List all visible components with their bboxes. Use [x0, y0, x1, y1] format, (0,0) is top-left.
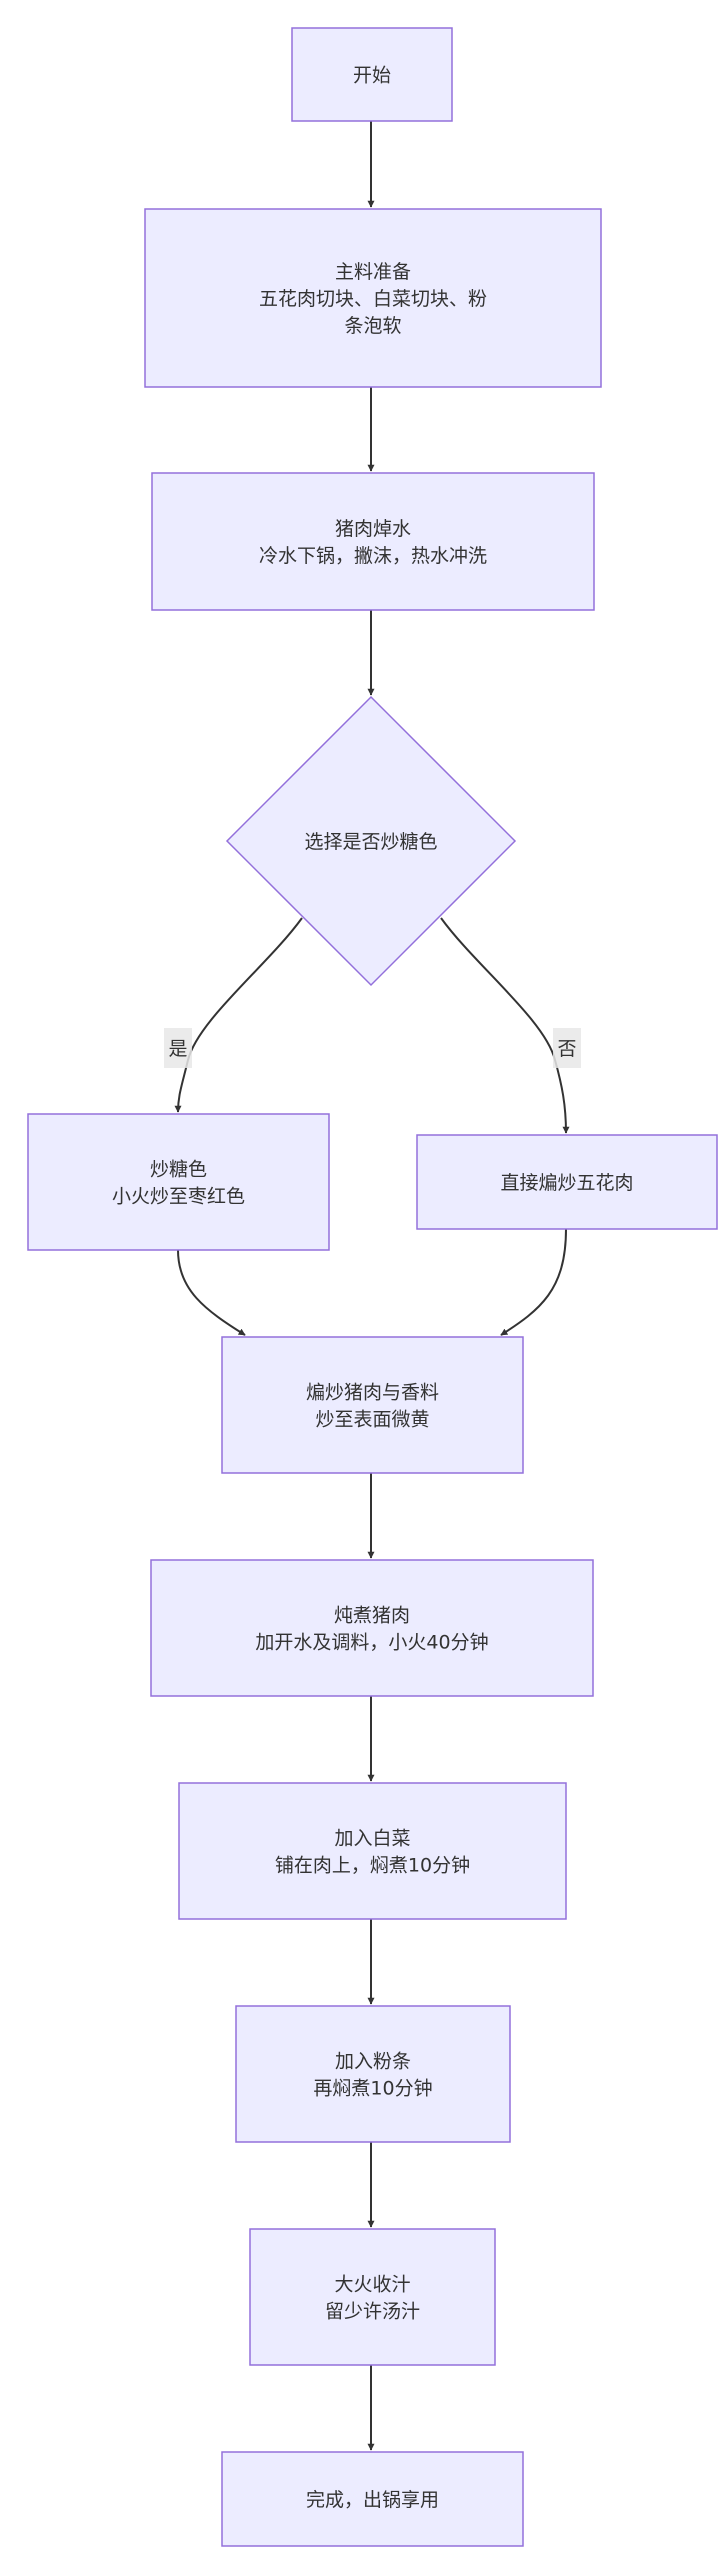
edge-label-decision-to-direct: 否 [553, 1028, 581, 1068]
node-detail: 铺在肉上，焖煮10分钟 [275, 1855, 470, 1877]
node-detail: 条泡软 [344, 315, 401, 337]
node-direct: 直接煸炒五花肉 [416, 1134, 718, 1230]
nodes: 开始主料准备五花肉切块、白菜切块、粉条泡软猪肉焯水冷水下锅，撇沫，热水冲洗选择是… [27, 27, 718, 2547]
node-box [151, 472, 595, 611]
node-title: 开始 [353, 65, 391, 87]
edge-label-background [164, 1028, 192, 1068]
node-box [144, 208, 602, 388]
node-detail: 小火炒至枣红色 [112, 1186, 245, 1208]
node-title: 直接煸炒五花肉 [500, 1172, 633, 1194]
node-detail: 留少许汤汁 [325, 2301, 420, 2323]
node-title: 炖煮猪肉 [334, 1605, 410, 1627]
node-detail: 五花肉切块、白菜切块、粉 [259, 288, 487, 310]
node-box [178, 1782, 567, 1920]
node-box [150, 1559, 594, 1697]
edge-label-text: 否 [557, 1038, 576, 1060]
node-start: 开始 [291, 27, 453, 122]
edge-decision-to-sugar [174, 917, 303, 1113]
node-box [249, 2228, 496, 2366]
node-title: 加入粉条 [335, 2051, 411, 2073]
edge-label-decision-to-sugar: 是 [164, 1028, 192, 1068]
node-box [221, 2451, 524, 2547]
node-title: 炒糖色 [150, 1159, 207, 1181]
node-title: 猪肉焯水 [335, 518, 411, 540]
node-title: 煸炒猪肉与香料 [306, 1382, 439, 1404]
node-box [416, 1134, 718, 1230]
node-title: 完成，出锅享用 [306, 2489, 439, 2511]
edge-direct-to-fry [500, 1228, 567, 1336]
node-title: 加入白菜 [334, 1828, 410, 1850]
node-box [291, 27, 453, 122]
node-detail: 冷水下锅，撇沫，热水冲洗 [259, 545, 487, 567]
node-done: 完成，出锅享用 [221, 2451, 524, 2547]
node-title: 主料准备 [335, 261, 411, 283]
edge-labels: 是否 [164, 1028, 581, 1068]
node-detail: 加开水及调料，小火40分钟 [255, 1632, 488, 1654]
node-detail: 再焖煮10分钟 [313, 2078, 432, 2100]
node-title: 选择是否炒糖色 [304, 831, 437, 853]
node-box [221, 1336, 524, 1474]
edge-label-text: 是 [168, 1038, 187, 1060]
edge-label-background [553, 1028, 581, 1068]
edges [174, 121, 570, 2451]
edge-sugar-to-fry [177, 1249, 246, 1336]
node-detail: 炒至表面微黄 [315, 1409, 429, 1431]
node-box [235, 2005, 511, 2143]
node-box [27, 1113, 330, 1251]
node-decision: 选择是否炒糖色 [225, 695, 517, 987]
decision-diamond [225, 695, 517, 987]
edge-decision-to-direct [440, 917, 570, 1134]
node-title: 大火收汁 [334, 2274, 410, 2296]
